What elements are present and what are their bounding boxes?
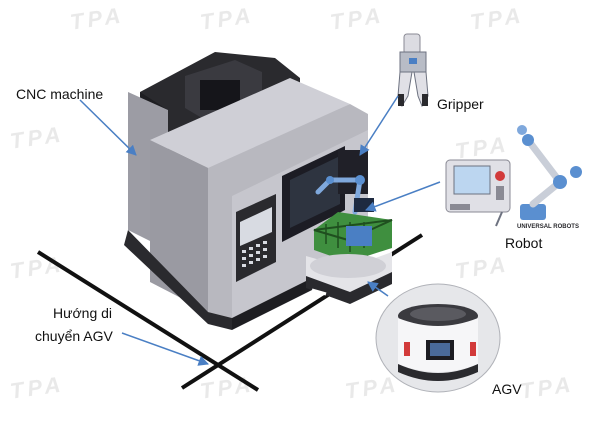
pointer-arrows [79, 95, 441, 366]
direction-label-line1: Hướng di [53, 305, 113, 321]
robot-illustration: UNIVERSAL ROBOTS [445, 125, 582, 230]
robot-label: Robot [505, 235, 543, 251]
robot-arrow [365, 181, 441, 212]
gripper-arrow [359, 95, 399, 156]
direction-label-line2: chuyển AGV [35, 328, 113, 344]
agv-arrow [367, 281, 389, 297]
agv-label: AGV [492, 381, 522, 397]
cnc-machine-label: CNC machine [16, 86, 104, 102]
cnc-arrow [79, 99, 137, 156]
direction-arrow [121, 332, 209, 366]
gripper-label: Gripper [437, 96, 484, 112]
cnc-machine-illustration [124, 52, 368, 330]
agv-photo [375, 283, 501, 393]
gripper-illustration [397, 33, 429, 108]
robot-brand-text: UNIVERSAL ROBOTS [517, 224, 579, 230]
